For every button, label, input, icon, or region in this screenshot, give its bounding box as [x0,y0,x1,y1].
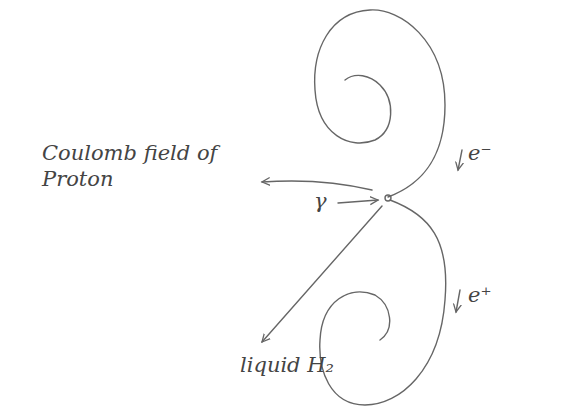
electron-label: e⁻ [468,140,492,166]
field-label: Coulomb field of Proton [42,140,247,193]
positron-label: e⁺ [468,282,492,308]
positron-spiral [320,200,446,405]
electron-spiral [315,10,445,197]
direction-arrow [456,290,460,312]
photon-label: γ [314,188,327,214]
medium-label: liquid H₂ [240,352,334,378]
direction-arrow [458,150,462,170]
proton-dot [385,195,391,201]
leader-line [262,206,382,342]
leader-line [262,181,372,190]
photon-arrow [338,200,378,203]
